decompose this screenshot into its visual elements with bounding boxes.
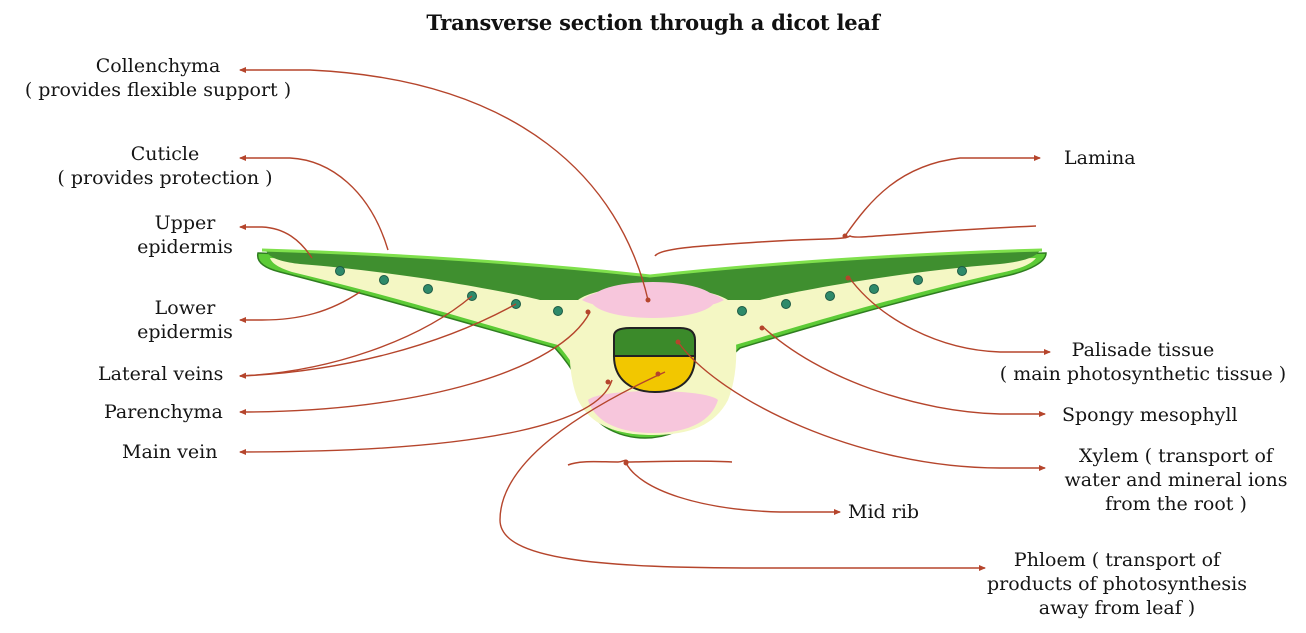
label-xylem-line3: from the root ) <box>1048 492 1304 516</box>
label-lower-epidermis-line1: Lower <box>120 296 250 320</box>
label-upper-epidermis-line2: epidermis <box>120 235 250 259</box>
label-parenchyma: Parenchyma <box>104 400 223 424</box>
label-upper-epidermis: Upper epidermis <box>120 211 250 259</box>
origin-dot <box>646 298 651 303</box>
lateral-vein-dot <box>782 300 791 309</box>
origin-dot <box>676 340 681 345</box>
label-upper-epidermis-line1: Upper <box>120 211 250 235</box>
label-spongy-mesophyll: Spongy mesophyll <box>1062 403 1238 427</box>
origin-dot <box>760 326 765 331</box>
midrib-bracket <box>568 460 732 465</box>
collenchyma-top-blob <box>591 282 715 318</box>
label-xylem: Xylem ( transport of water and mineral i… <box>1048 444 1304 516</box>
label-lateral-veins: Lateral veins <box>98 362 223 386</box>
label-lower-epidermis: Lower epidermis <box>120 296 250 344</box>
label-phloem-line1: Phloem ( transport of <box>962 548 1272 572</box>
lateral-vein-dot <box>826 292 835 301</box>
label-palisade-name: Palisade tissue <box>988 338 1298 362</box>
origin-dot <box>843 234 848 239</box>
label-cuticle-note: ( provides protection ) <box>30 166 300 190</box>
leader-midrib <box>626 463 840 512</box>
lateral-vein-dot <box>554 307 563 316</box>
lateral-vein-dot <box>424 285 433 294</box>
label-midrib: Mid rib <box>848 500 919 524</box>
label-phloem-line3: away from leaf ) <box>962 596 1272 620</box>
lateral-vein-dot <box>958 267 967 276</box>
label-collenchyma-name: Collenchyma <box>8 54 308 78</box>
label-palisade-note: ( main photosynthetic tissue ) <box>988 362 1298 386</box>
label-cuticle-name: Cuticle <box>30 142 300 166</box>
lateral-vein-dot <box>336 267 345 276</box>
label-cuticle: Cuticle ( provides protection ) <box>30 142 300 190</box>
lateral-vein-dot <box>914 276 923 285</box>
origin-dot <box>624 461 629 466</box>
label-phloem: Phloem ( transport of products of photos… <box>962 548 1272 620</box>
label-xylem-line2: water and mineral ions <box>1048 468 1304 492</box>
leader-lower-epidermis <box>240 292 360 320</box>
label-collenchyma-note: ( provides flexible support ) <box>8 78 308 102</box>
origin-dot <box>846 276 851 281</box>
label-phloem-line2: products of photosynthesis <box>962 572 1272 596</box>
lateral-vein-dot <box>380 276 389 285</box>
origin-dot <box>586 310 591 315</box>
label-lamina: Lamina <box>1064 146 1136 170</box>
lateral-vein-dot <box>870 285 879 294</box>
leader-lamina <box>845 158 1040 236</box>
label-collenchyma: Collenchyma ( provides flexible support … <box>8 54 308 102</box>
diagram-title: Transverse section through a dicot leaf <box>0 10 1306 35</box>
origin-dot <box>606 380 611 385</box>
label-xylem-line1: Xylem ( transport of <box>1048 444 1304 468</box>
label-main-vein: Main vein <box>122 440 217 464</box>
leader-main-vein <box>240 380 612 452</box>
lateral-vein-dot <box>738 307 747 316</box>
xylem-tissue <box>614 328 695 356</box>
label-palisade: Palisade tissue ( main photosynthetic ti… <box>988 338 1298 386</box>
origin-dot <box>656 372 661 377</box>
label-lower-epidermis-line2: epidermis <box>120 320 250 344</box>
